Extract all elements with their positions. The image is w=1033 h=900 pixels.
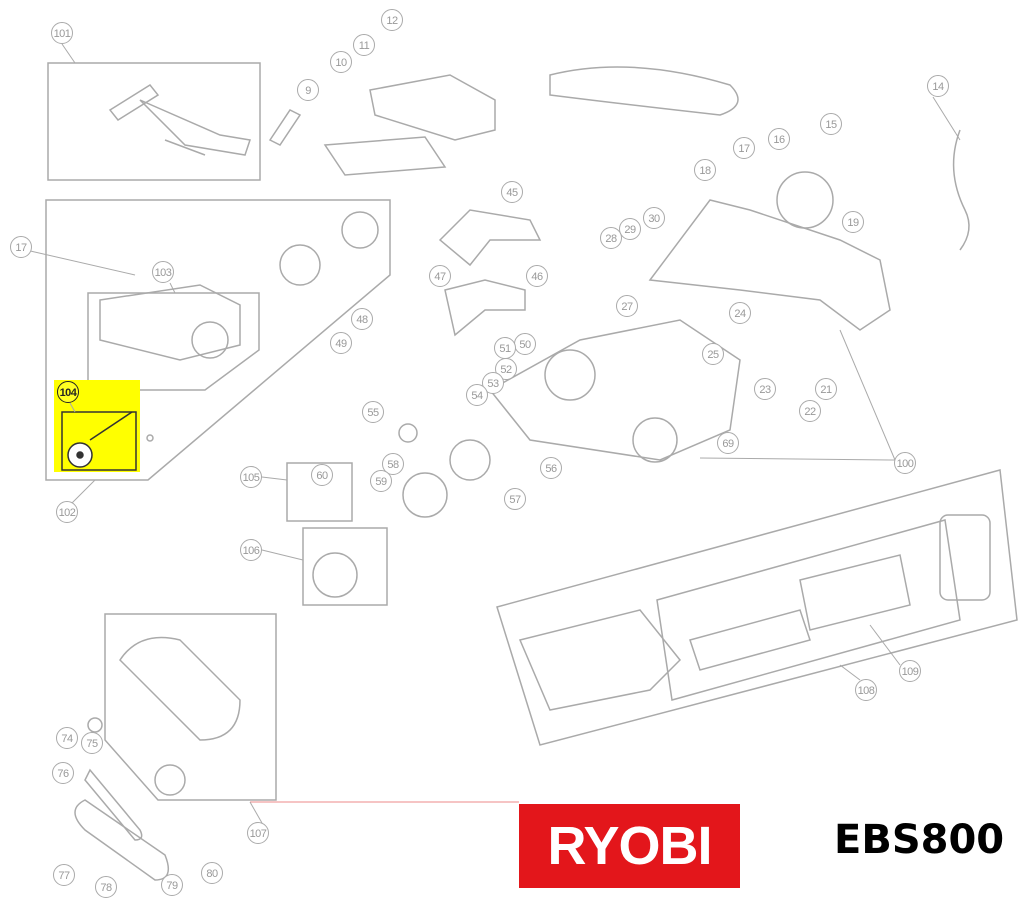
- group-box-102: [45, 199, 391, 481]
- brand-text: RYOBI: [547, 816, 712, 876]
- callout-46[interactable]: 46: [526, 265, 548, 287]
- callout-77[interactable]: 77: [53, 864, 75, 886]
- group-box-109: [656, 519, 961, 701]
- callout-109[interactable]: 109: [899, 660, 921, 682]
- callout-105[interactable]: 105: [240, 466, 262, 488]
- callout-103[interactable]: 103: [152, 261, 174, 283]
- callout-24[interactable]: 24: [729, 302, 751, 324]
- group-box-108: [496, 469, 1018, 746]
- callout-51[interactable]: 51: [494, 337, 516, 359]
- callout-18[interactable]: 18: [694, 159, 716, 181]
- callout-17[interactable]: 17: [733, 137, 755, 159]
- callout-19[interactable]: 19: [842, 211, 864, 233]
- group-box-107: [104, 613, 277, 801]
- callout-74[interactable]: 74: [56, 727, 78, 749]
- callout-80[interactable]: 80: [201, 862, 223, 884]
- callout-28[interactable]: 28: [600, 227, 622, 249]
- callout-47[interactable]: 47: [429, 265, 451, 287]
- callout-56[interactable]: 56: [540, 457, 562, 479]
- callout-48[interactable]: 48: [351, 308, 373, 330]
- callout-57[interactable]: 57: [504, 488, 526, 510]
- callout-78[interactable]: 78: [95, 876, 117, 898]
- callout-12[interactable]: 12: [381, 9, 403, 31]
- callout-21[interactable]: 21: [815, 378, 837, 400]
- callout-101[interactable]: 101: [51, 22, 73, 44]
- callout-79[interactable]: 79: [161, 874, 183, 896]
- model-number: EBS800: [834, 817, 1005, 863]
- group-box-104: [61, 411, 137, 471]
- callout-14[interactable]: 14: [927, 75, 949, 97]
- callout-60[interactable]: 60: [311, 464, 333, 486]
- callout-59[interactable]: 59: [370, 470, 392, 492]
- callout-76[interactable]: 76: [52, 762, 74, 784]
- callout-50[interactable]: 50: [514, 333, 536, 355]
- callout-11[interactable]: 11: [353, 34, 375, 56]
- callout-55[interactable]: 55: [362, 401, 384, 423]
- ryobi-logo: RYOBI: [519, 804, 740, 888]
- callout-22[interactable]: 22: [799, 400, 821, 422]
- callout-108[interactable]: 108: [855, 679, 877, 701]
- callout-107[interactable]: 107: [247, 822, 269, 844]
- callout-15[interactable]: 15: [820, 113, 842, 135]
- callout-30[interactable]: 30: [643, 207, 665, 229]
- callout-69[interactable]: 69: [717, 432, 739, 454]
- callout-23[interactable]: 23: [754, 378, 776, 400]
- callout-102[interactable]: 102: [56, 501, 78, 523]
- callout-29[interactable]: 29: [619, 218, 641, 240]
- callout-54[interactable]: 54: [466, 384, 488, 406]
- callout-100[interactable]: 100: [894, 452, 916, 474]
- callout-17[interactable]: 17: [10, 236, 32, 258]
- group-box-105: [286, 462, 353, 522]
- group-box-106: [302, 527, 388, 606]
- callout-106[interactable]: 106: [240, 539, 262, 561]
- callout-16[interactable]: 16: [768, 128, 790, 150]
- group-box-101: [47, 62, 261, 181]
- callout-49[interactable]: 49: [330, 332, 352, 354]
- callout-53[interactable]: 53: [482, 372, 504, 394]
- callout-45[interactable]: 45: [501, 181, 523, 203]
- part-shapes: [74, 66, 991, 881]
- group-box-103: [87, 292, 260, 391]
- callout-27[interactable]: 27: [616, 295, 638, 317]
- callout-104-highlighted[interactable]: 104: [57, 381, 79, 403]
- part-104-gear: [67, 411, 133, 468]
- callout-25[interactable]: 25: [702, 343, 724, 365]
- callout-75[interactable]: 75: [81, 732, 103, 754]
- callout-10[interactable]: 10: [330, 51, 352, 73]
- callout-9[interactable]: 9: [297, 79, 319, 101]
- callout-58[interactable]: 58: [382, 453, 404, 475]
